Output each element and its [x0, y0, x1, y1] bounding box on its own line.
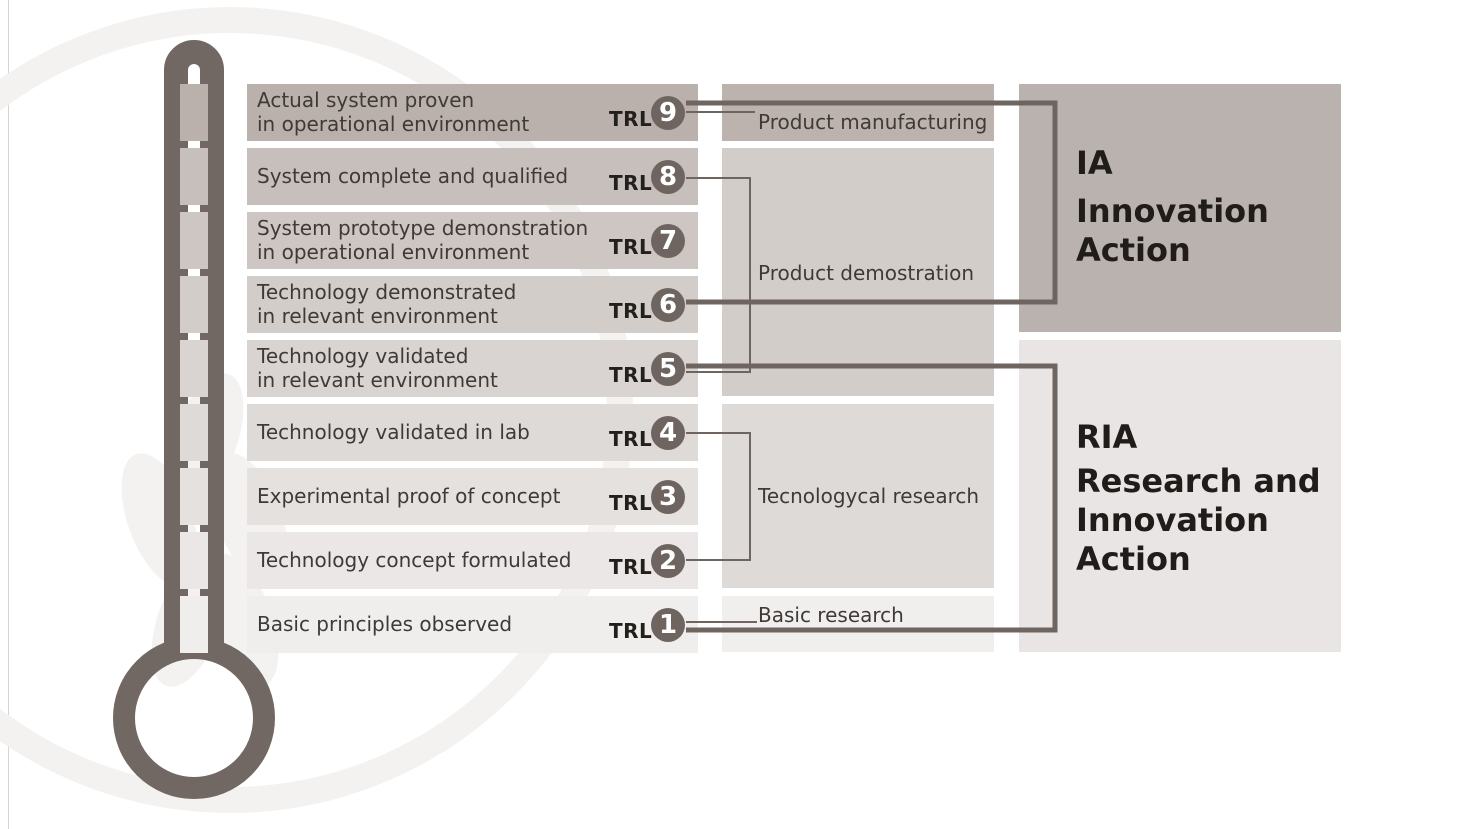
trl-number-badge: 9	[651, 96, 685, 130]
trl-label: TRL	[609, 555, 653, 579]
level-description-line: Actual system proven	[257, 88, 475, 112]
trl-number-badge: 1	[651, 608, 685, 642]
level-description-line: Technology concept formulated	[257, 548, 572, 572]
level-description-line: Technology demonstrated	[257, 280, 517, 304]
phase-label: Basic research	[758, 603, 904, 627]
thermometer-segment	[180, 596, 208, 653]
phase-basic: Basic research	[722, 596, 994, 652]
action-name-line: Innovation	[1076, 501, 1269, 539]
level-description-line: Basic principles observed	[257, 612, 513, 636]
action-ia: IA Innovation Action	[1019, 84, 1341, 332]
trl-number-badge: 2	[651, 544, 685, 578]
action-name-line: Action	[1076, 231, 1191, 269]
trl-number-badge: 3	[651, 480, 685, 514]
thermometer-segment	[180, 468, 208, 525]
level-description: Basic principles observed	[257, 612, 512, 636]
level-description: Experimental proof of concept	[257, 484, 560, 508]
action-name: Research and Innovation Action	[1076, 462, 1321, 579]
thermometer-segment	[180, 340, 208, 397]
trl-label: TRL	[609, 427, 653, 451]
phase-label: Product manufacturing	[758, 110, 988, 134]
trl-label: TRL	[609, 363, 653, 387]
thermometer-icon	[113, 40, 275, 799]
level-description-line: System complete and qualified	[257, 164, 569, 188]
action-name-line: Action	[1076, 540, 1191, 578]
phase-label: Product demostration	[758, 261, 975, 285]
level-description: System complete and qualified	[257, 164, 568, 188]
trl-number-badge: 5	[651, 352, 685, 386]
action-name-line: Innovation	[1076, 192, 1269, 230]
action-code: RIA	[1076, 418, 1138, 456]
level-description: Technology validated in lab	[257, 420, 530, 444]
trl-number-badge: 8	[651, 160, 685, 194]
trl-label: TRL	[609, 619, 653, 643]
trl-number-badge: 4	[651, 416, 685, 450]
trl-label: TRL	[609, 491, 653, 515]
trl-number-badge: 7	[651, 224, 685, 258]
thermometer-segment	[180, 212, 208, 269]
level-description-line: Technology validated	[257, 344, 469, 368]
thermometer-segment	[180, 404, 208, 461]
thermometer-segment	[180, 148, 208, 205]
phase-demonstration: Product demostration	[722, 148, 994, 396]
trl-label: TRL	[609, 107, 653, 131]
level-description: Technology concept formulated	[257, 548, 571, 572]
action-ria: RIA Research and Innovation Action	[1019, 340, 1341, 652]
level-description-line: System prototype demonstration	[257, 216, 589, 240]
phase-research: Tecnologycal research	[722, 404, 994, 588]
thermometer-segment	[180, 276, 208, 333]
trl-label: TRL	[609, 235, 653, 259]
level-description-line: in relevant environment	[257, 304, 498, 328]
level-description-line: in operational environment	[257, 240, 530, 264]
phase-manufacturing: Product manufacturing	[722, 84, 994, 141]
left-rule	[8, 0, 9, 829]
action-name: Innovation Action	[1076, 192, 1269, 270]
trl-label: TRL	[609, 171, 653, 195]
thermometer-tube	[164, 40, 224, 658]
level-description-line: in operational environment	[257, 112, 530, 136]
level-description-line: Experimental proof of concept	[257, 484, 561, 508]
action-name-line: Research and	[1076, 462, 1321, 500]
action-code: IA	[1076, 144, 1113, 182]
phase-label: Tecnologycal research	[758, 484, 980, 508]
thermometer-segment	[180, 84, 208, 141]
trl-label: TRL	[609, 299, 653, 323]
level-description-line: Technology validated in lab	[257, 420, 530, 444]
trl-number-badge: 6	[651, 288, 685, 322]
thermometer-segment	[180, 532, 208, 589]
level-description-line: in relevant environment	[257, 368, 498, 392]
